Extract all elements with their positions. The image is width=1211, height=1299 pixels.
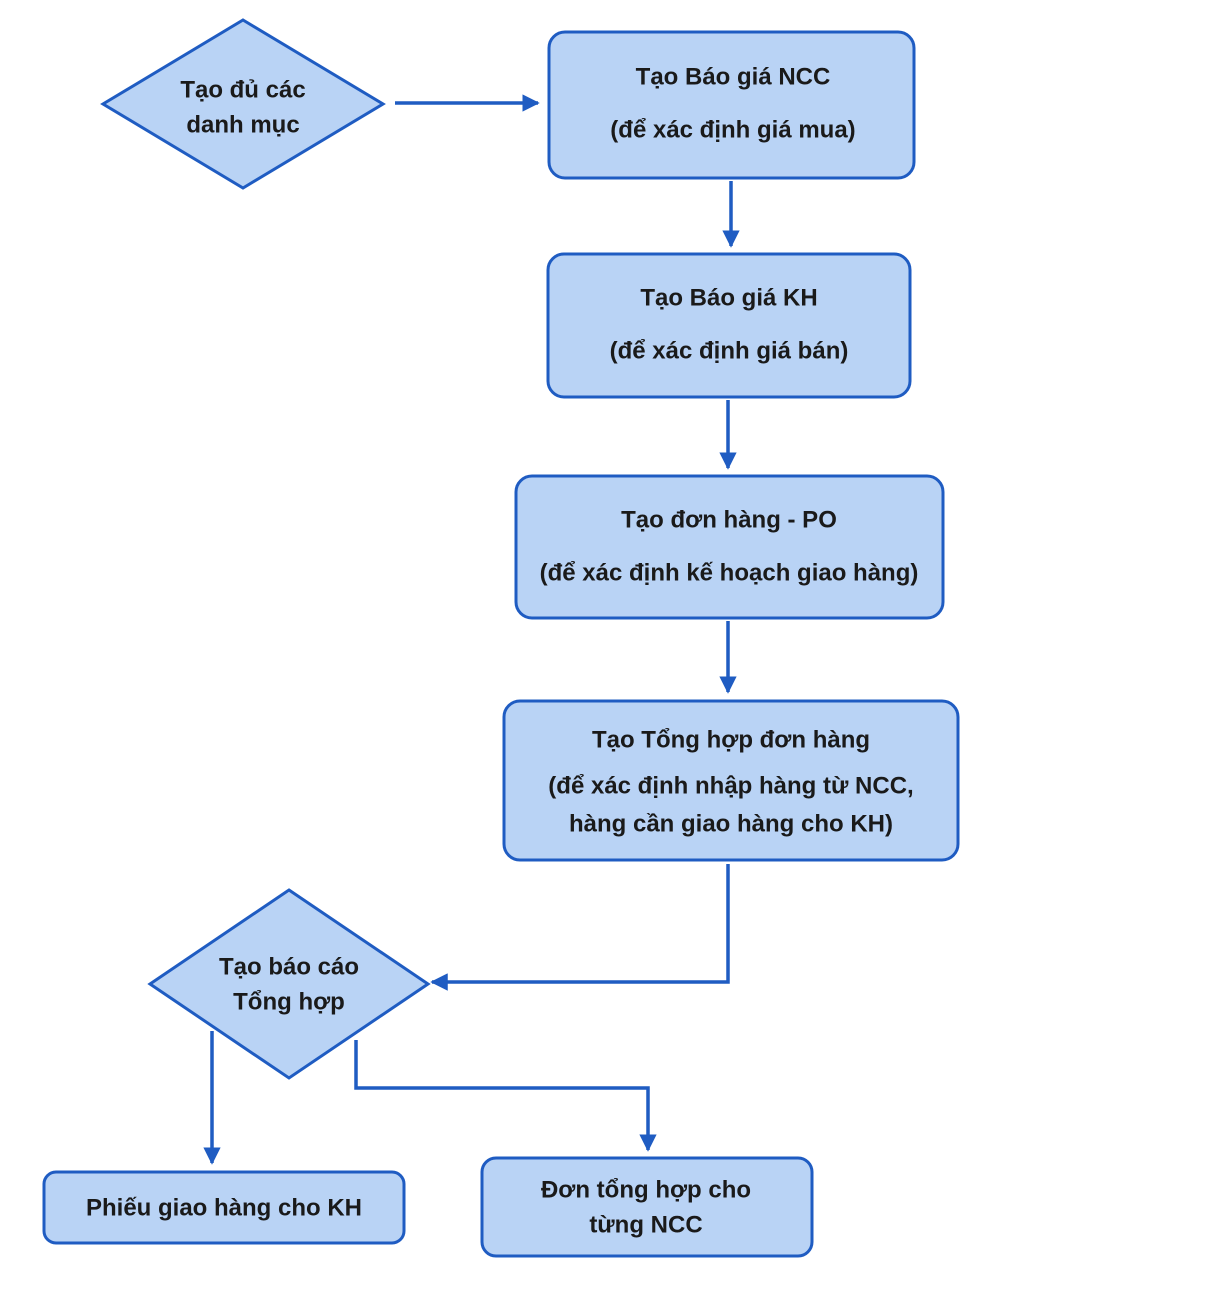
summary-report-label-line-1: Tạo báo cáo — [219, 953, 359, 980]
purchase-order-subtitle: (để xác định kế hoạch giao hàng) — [540, 559, 919, 586]
supplier-quote-node: Tạo Báo giá NCC (để xác định giá mua) — [547, 30, 916, 180]
customer-quote-title: Tạo Báo giá KH — [640, 284, 817, 311]
order-summary-subtitle-line-2: hàng cần giao hàng cho KH) — [569, 810, 893, 837]
customer-quote-box — [546, 252, 912, 399]
delivery-note-node: Phiếu giao hàng cho KH — [42, 1170, 406, 1245]
purchase-order-node: Tạo đơn hàng - PO (để xác định kế hoạch … — [514, 474, 945, 620]
start-node: Tạo đủ các danh mục — [100, 18, 386, 190]
start-diamond — [100, 18, 386, 190]
customer-quote-subtitle: (để xác định giá bán) — [610, 337, 849, 364]
start-label-line-1: Tạo đủ các — [180, 76, 305, 103]
summary-report-node: Tạo báo cáo Tổng hợp — [147, 888, 431, 1080]
purchase-order-title: Tạo đơn hàng - PO — [621, 506, 837, 533]
order-summary-box — [502, 699, 960, 862]
delivery-note-label: Phiếu giao hàng cho KH — [86, 1194, 362, 1221]
order-summary-subtitle-line-1: (để xác định nhập hàng từ NCC, — [548, 772, 913, 799]
connectors — [203, 94, 740, 1165]
supplier-quote-box — [547, 30, 916, 180]
arrow-summary-report-to-supplier-order — [354, 1040, 657, 1152]
supplier-quote-title: Tạo Báo giá NCC — [636, 63, 831, 90]
supplier-order-label-line-2: từng NCC — [589, 1211, 702, 1238]
supplier-order-label-line-1: Đơn tổng hợp cho — [541, 1176, 751, 1203]
summary-report-label-line-2: Tổng hợp — [233, 988, 345, 1015]
order-summary-title: Tạo Tổng hợp đơn hàng — [592, 726, 870, 753]
arrow-order-summary-to-summary-report — [430, 864, 730, 991]
summary-report-diamond — [147, 888, 431, 1080]
order-summary-node: Tạo Tổng hợp đơn hàng (để xác định nhập … — [502, 699, 960, 862]
purchase-order-box — [514, 474, 945, 620]
delivery-note-box — [42, 1170, 406, 1245]
supplier-quote-subtitle: (để xác định giá mua) — [610, 116, 855, 143]
supplier-order-box — [480, 1156, 814, 1258]
customer-quote-node: Tạo Báo giá KH (để xác định giá bán) — [546, 252, 912, 399]
start-label-line-2: danh mục — [186, 111, 299, 138]
supplier-order-node: Đơn tổng hợp cho từng NCC — [480, 1156, 814, 1258]
